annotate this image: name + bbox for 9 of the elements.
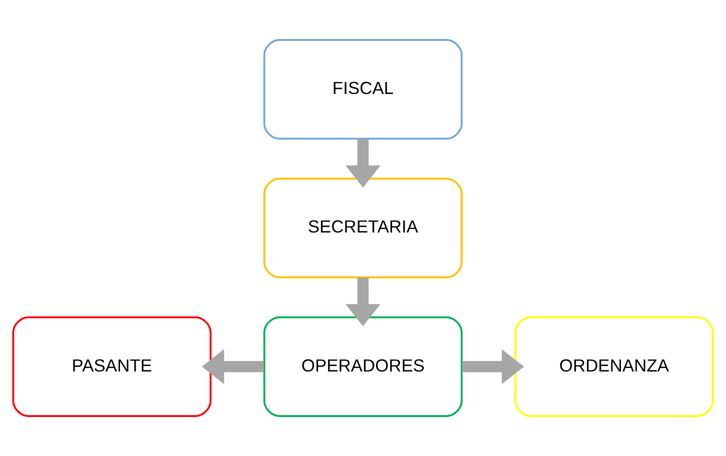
node-box: ORDENANZA bbox=[514, 316, 714, 417]
arrow bbox=[462, 349, 524, 384]
node-box: SECRETARIA bbox=[263, 178, 463, 278]
node-box: PASANTE bbox=[12, 316, 212, 417]
arrow bbox=[346, 138, 380, 188]
arrow bbox=[202, 349, 264, 384]
node-box: OPERADORES bbox=[263, 316, 463, 417]
arrow bbox=[346, 278, 380, 326]
node-box: FISCAL bbox=[263, 39, 463, 140]
